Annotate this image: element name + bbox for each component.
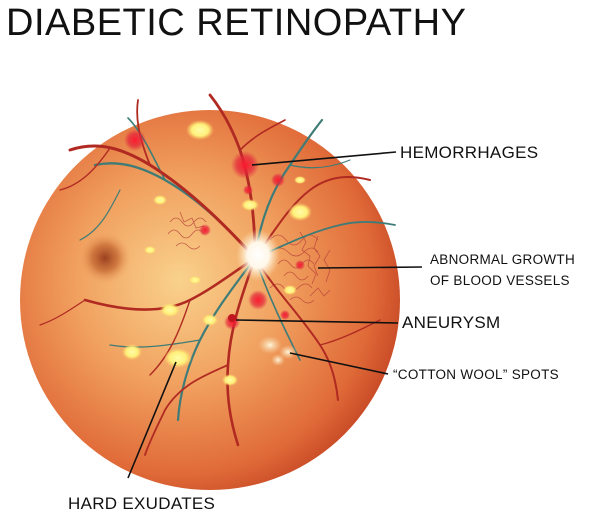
diagram-title: DIABETIC RETINOPATHY — [6, 2, 467, 44]
leader-line-abnormal-growth — [317, 266, 423, 269]
label-abnormal-growth-line2: OF BLOOD VESSELS — [430, 273, 570, 288]
label-abnormal-growth: ABNORMAL GROWTH OF BLOOD VESSELS — [430, 249, 575, 291]
cotton-wool-spots — [258, 336, 297, 366]
optic-disc — [236, 229, 280, 281]
retina-fundus — [20, 110, 400, 490]
leader-line-hemorrhages — [251, 151, 397, 166]
leader-lines — [127, 151, 423, 479]
hemorrhages — [124, 129, 305, 330]
label-hard-exudates: HARD EXUDATES — [68, 494, 216, 513]
leader-line-hard-exudates — [127, 361, 177, 479]
label-aneurysm: ANEURYSM — [402, 313, 501, 332]
hard-exudates — [122, 120, 312, 386]
macula — [79, 232, 131, 284]
leader-line-aneurysm — [235, 319, 399, 324]
aneurysm-dot — [228, 314, 236, 322]
retinal-arteries — [39, 93, 381, 456]
label-abnormal-growth-line1: ABNORMAL GROWTH — [430, 252, 576, 267]
leader-line-cotton-wool — [289, 352, 389, 375]
label-hemorrhages: HEMORRHAGES — [400, 143, 539, 162]
label-cotton-wool-spots: “COTTON WOOL” SPOTS — [393, 367, 559, 382]
